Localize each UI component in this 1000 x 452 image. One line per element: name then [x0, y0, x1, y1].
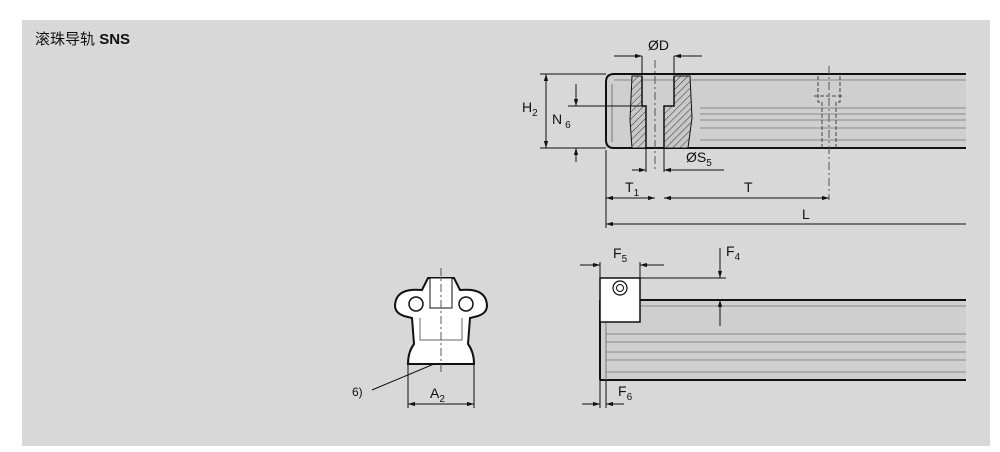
title-model: SNS: [99, 31, 131, 48]
label-note-6: 6): [352, 385, 363, 399]
label-d: ØD: [648, 37, 669, 53]
label-l: L: [802, 206, 810, 222]
label-t: T: [744, 179, 753, 195]
rail-end-view: [599, 277, 966, 381]
label-a2: A2: [430, 385, 445, 405]
rail-cross-section: [394, 268, 488, 372]
label-f6: F6: [618, 383, 633, 403]
label-t1: T1: [625, 179, 640, 199]
drawing-title: 滚珠导轨 SNS: [35, 28, 130, 49]
label-f5: F5: [613, 245, 628, 265]
dimension-lines-end: [580, 248, 726, 408]
label-f4: F4: [726, 243, 741, 263]
title-text: 滚珠导轨: [35, 31, 96, 48]
label-s5: ØS5: [686, 149, 712, 169]
dimension-lines-top: [540, 53, 966, 228]
label-h2: H2: [522, 99, 538, 119]
dimension-lines-profile: [371, 363, 475, 408]
rail-side-view: [605, 60, 966, 200]
